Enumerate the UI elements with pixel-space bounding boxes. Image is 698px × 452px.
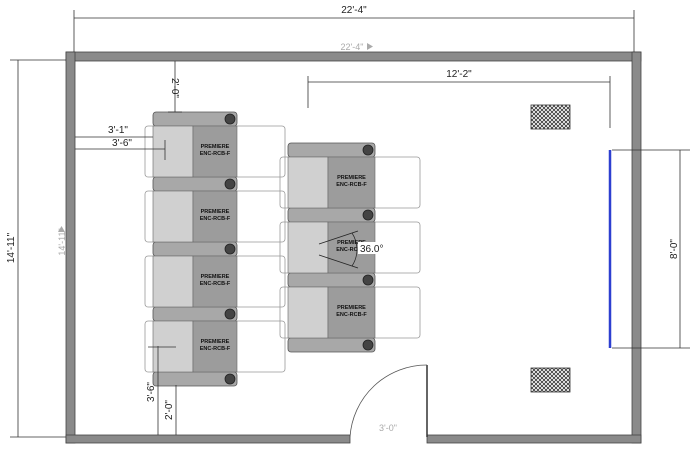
- svg-text:3'-6": 3'-6": [112, 138, 132, 149]
- cupholder-icon: [362, 274, 374, 286]
- seat-model-line2: ENC-RCB-F: [336, 182, 367, 188]
- armrest: [152, 176, 238, 192]
- svg-text:14'-11": 14'-11": [57, 228, 67, 255]
- cupholder-icon: [224, 308, 236, 320]
- cupholder-icon: [224, 373, 236, 385]
- armrest: [287, 207, 376, 223]
- seat-model-line2: ENC-RCB-F: [336, 312, 367, 318]
- seat-model-line2: ENC-RCB-F: [200, 346, 231, 352]
- arrow-right-icon: [367, 43, 373, 50]
- speaker-top: [530, 104, 571, 130]
- seat-model-line1: PREMIERE: [201, 274, 230, 280]
- svg-text:2'-0": 2'-0": [169, 78, 180, 98]
- svg-text:14'-11": 14'-11": [6, 232, 17, 263]
- seat-model-line1: PREMIERE: [201, 339, 230, 345]
- seat-model-line1: PREMIERE: [201, 144, 230, 150]
- seat-model-line2: ENC-RCB-F: [200, 281, 231, 287]
- armrest: [152, 241, 238, 257]
- door: 3'-0": [349, 364, 428, 438]
- svg-text:2'-0": 2'-0": [164, 400, 175, 420]
- svg-text:3'-1": 3'-1": [108, 125, 128, 136]
- seat-row-left: PREMIEREENC-RCB-FPREMIEREENC-RCB-FPREMIE…: [144, 111, 286, 387]
- armrest: [152, 371, 238, 387]
- seat-model-line2: ENC-RCB-F: [200, 216, 231, 222]
- speaker-bottom: [530, 367, 571, 393]
- cupholder-icon: [362, 209, 374, 221]
- front-clearance-dimension: 2'-0": [168, 61, 182, 113]
- seat-model-line1: PREMIERE: [337, 305, 366, 311]
- svg-text:3'-6": 3'-6": [146, 382, 157, 402]
- svg-text:8'-0": 8'-0": [669, 239, 680, 259]
- svg-text:22'-4": 22'-4": [341, 5, 367, 16]
- arrow-up-icon: [58, 226, 65, 232]
- overall-width-dimension: 22'-4" 22'-4": [73, 5, 635, 52]
- overall-depth-dimension: 14'-11" 14'-11": [6, 59, 67, 438]
- svg-text:36.0°: 36.0°: [360, 244, 383, 255]
- armrest: [152, 306, 238, 322]
- cupholder-icon: [362, 339, 374, 351]
- armrest: [152, 111, 238, 127]
- screen-distance-dimension: 12'-2": [307, 69, 611, 128]
- seat-model-line1: PREMIERE: [337, 240, 366, 246]
- seat-model-line1: PREMIERE: [337, 175, 366, 181]
- viewing-angle: 36.0°: [318, 230, 383, 269]
- side-clearance-dimensions: 3'-1" 3'-6": [75, 125, 166, 160]
- cupholder-icon: [362, 144, 374, 156]
- armrest: [287, 272, 376, 288]
- cupholder-icon: [224, 243, 236, 255]
- rear-clearance-dimensions: 3'-6" 2'-0": [146, 346, 177, 435]
- screen-width-dimension: 8'-0": [612, 149, 690, 349]
- seat-model-line2: ENC-RCB-F: [200, 151, 231, 157]
- seat-model-line2: ENC-RCB-F: [336, 247, 367, 253]
- cupholder-icon: [224, 113, 236, 125]
- seat-model-line1: PREMIERE: [201, 209, 230, 215]
- armrest: [287, 142, 376, 158]
- room-walls: [65, 51, 642, 444]
- seat-row-right: PREMIEREENC-RCB-FPREMIEREENC-RCB-FPREMIE…: [279, 142, 421, 353]
- door-width-label: 3'-0": [379, 423, 397, 433]
- cupholder-icon: [224, 178, 236, 190]
- svg-text:22'-4": 22'-4": [341, 42, 364, 52]
- armrest: [287, 337, 376, 353]
- svg-text:12'-2": 12'-2": [446, 69, 472, 80]
